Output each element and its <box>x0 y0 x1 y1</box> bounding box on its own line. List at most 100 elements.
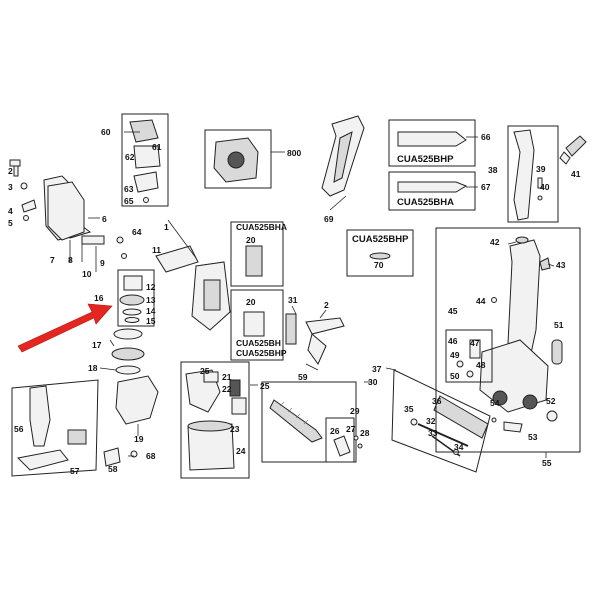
part-19-base <box>115 375 159 425</box>
callout-10: 10 <box>82 269 92 279</box>
callout-48: 47 <box>470 338 480 348</box>
label-ring-model: CUA525BHP <box>352 234 409 245</box>
part-2-wand-top <box>305 317 345 335</box>
leader-1 <box>167 219 197 259</box>
label-filter-a: CUA525BHA <box>236 222 287 232</box>
part-44-clip <box>539 257 551 271</box>
part-48-latch <box>469 339 481 359</box>
callout-34: 33 <box>428 428 438 438</box>
callout-13: 13 <box>146 295 156 305</box>
callout-labels: 60 61 62 63 65 800 69 66 67 38 39 40 41 … <box>8 127 581 476</box>
part-43-ring <box>515 236 529 244</box>
part-39-group <box>507 125 559 223</box>
part-51-screw <box>466 370 474 378</box>
part-11-board <box>155 245 199 273</box>
callout-18: 18 <box>88 363 98 373</box>
callout-43: 42 <box>490 237 500 247</box>
part-68-crevice-tool <box>397 181 468 193</box>
part-17-ring <box>111 347 145 361</box>
part-1-housing <box>47 181 85 241</box>
part-12-cap <box>123 275 143 291</box>
leader-38 <box>385 367 397 371</box>
main-body-group <box>155 245 231 331</box>
part-13-ring <box>119 294 145 306</box>
part-59-valve <box>103 447 121 467</box>
hose-rib-3 <box>295 413 301 419</box>
part-2-wand-body <box>307 333 327 366</box>
hose-rib-2 <box>287 407 293 413</box>
callout-36: 35 <box>404 404 414 414</box>
part-58-floor-plate <box>16 449 69 471</box>
callout-53: 52 <box>546 396 556 406</box>
part-800-box <box>204 129 272 189</box>
callout-15: 15 <box>146 316 156 326</box>
part-26-lid <box>203 371 219 383</box>
part-14-seal <box>122 308 142 316</box>
callout-62: 61 <box>152 142 162 152</box>
part-36-cap <box>410 418 418 426</box>
part-31-hose <box>269 399 323 443</box>
callout-46: 45 <box>448 306 458 316</box>
callout-51: 50 <box>450 371 460 381</box>
label-67-model: CUA525BHP <box>397 154 454 165</box>
callout-24: 24 <box>236 446 246 456</box>
brush-head <box>565 135 587 157</box>
callout-40: 39 <box>536 164 546 174</box>
callout-1: 1 <box>164 222 169 232</box>
part-22-screen <box>231 397 247 415</box>
part-68-box <box>388 171 476 211</box>
part-54-bracket <box>503 421 523 433</box>
leader-70 <box>329 195 347 211</box>
callout-22: 22 <box>222 384 232 394</box>
callout-6: 6 <box>102 214 107 224</box>
part-68-group <box>388 171 478 211</box>
callout-55: 54 <box>490 398 500 408</box>
part-56-group <box>435 227 581 453</box>
part-67-crevice-tool <box>397 131 467 147</box>
callout-17: 17 <box>92 340 102 350</box>
part-57-group <box>11 379 99 477</box>
callout-32: 31 <box>288 295 298 305</box>
part-9-bracket <box>81 235 105 245</box>
leader-44 <box>547 263 555 267</box>
leader-17 <box>109 339 115 347</box>
callout-47: 46 <box>448 336 458 346</box>
base-wheel-right <box>522 394 538 410</box>
callout-2: 2 <box>324 300 329 310</box>
part-46-box <box>445 329 493 383</box>
part-57-body <box>29 385 51 447</box>
callout-33: 32 <box>426 416 436 426</box>
callout-25: 25 <box>260 381 270 391</box>
callout-11: 11 <box>152 245 161 255</box>
filter-box-a <box>230 221 284 287</box>
rings-17-18 <box>111 328 145 375</box>
callout-67: 66 <box>481 132 491 142</box>
part-28-screw <box>353 435 359 441</box>
callout-38: 37 <box>372 364 382 374</box>
part-25-box <box>180 361 250 479</box>
callout-39: 38 <box>488 165 498 175</box>
part-2-stem <box>13 165 19 177</box>
motor-core <box>227 151 245 169</box>
part-67-box <box>388 119 476 167</box>
callout-69: 68 <box>146 451 156 461</box>
part-70-group <box>321 115 365 197</box>
filter-box-b <box>230 289 284 361</box>
callout-23: 23 <box>230 424 240 434</box>
part-4-clip <box>21 199 37 213</box>
label-68-model: CUA525BHA <box>397 197 454 208</box>
highlight-arrow <box>17 303 113 353</box>
part-61-group <box>121 113 169 207</box>
part-32-group <box>285 313 345 366</box>
leader-2 <box>319 309 327 319</box>
part-50-screw <box>456 360 464 368</box>
callout-45: 44 <box>476 296 486 306</box>
part-5-screw <box>23 215 29 221</box>
part-66-screw <box>143 197 149 203</box>
callout-14: 14 <box>146 306 156 316</box>
part-25-group <box>180 361 250 479</box>
part-30-box <box>325 417 355 463</box>
callout-800: 800 <box>287 148 301 158</box>
